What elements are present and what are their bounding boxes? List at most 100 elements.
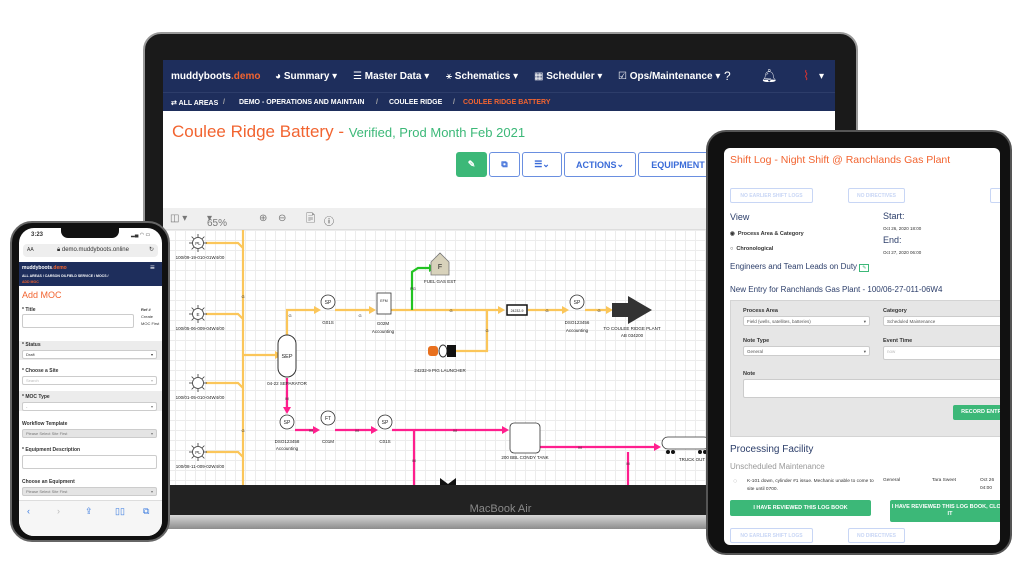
new-entry-heading: New Entry for Ranchlands Gas Plant - 100… [730, 285, 943, 294]
liquid-stream-label: M [309, 428, 312, 433]
pdf-icon[interactable]: 📄︎ [304, 213, 317, 224]
valve-label: 24232-9 [511, 309, 524, 313]
list-menu-button[interactable]: ☰⌄ [522, 152, 562, 177]
info-icon[interactable]: ⓘ [324, 217, 334, 228]
edit-button[interactable]: ✎ [456, 152, 487, 177]
well-ray [201, 307, 205, 311]
more-button[interactable] [990, 188, 1000, 203]
no-directives-button-bottom[interactable]: NO DIRECTIVES [848, 528, 905, 543]
bookmarks-icon[interactable]: ▯▯ [115, 506, 125, 516]
title-input[interactable] [22, 314, 134, 328]
breadcrumb-demo[interactable]: DEMO - OPERATIONS AND MAINTAIN [239, 99, 365, 106]
url-bar[interactable]: AA 🔒︎ demo.muddyboots.online ↻ [23, 244, 158, 257]
add-moc-title: Add MOC [22, 290, 62, 300]
phone-logo[interactable]: muddyboots.demo [22, 265, 67, 271]
back-icon[interactable]: ‹ [27, 506, 30, 516]
zoom-select[interactable]: 65% ▾ [207, 213, 228, 229]
moc-type-select[interactable]: -▾ [22, 402, 157, 411]
nav-ops-maintenance[interactable]: ☑ Ops/Maintenance ▾ [618, 71, 721, 82]
user-boot-icon[interactable]: ⌇ [803, 68, 810, 83]
well-icon [192, 237, 204, 249]
plant-label: TO COULEE RIDGE PLANT [603, 326, 660, 331]
reviewed-button[interactable]: I HAVE REVIEWED THIS LOG BOOK [730, 500, 871, 516]
nav-scheduler[interactable]: ▦ Scheduler ▾ [534, 71, 603, 82]
tabs-icon[interactable]: ⧉ [143, 506, 150, 516]
text-size-button[interactable]: AA [27, 247, 34, 253]
entry-checkbox[interactable]: ○ [733, 478, 738, 485]
zoom-out-icon[interactable]: ⊖ [278, 213, 287, 224]
hamburger-icon[interactable]: ≡ [150, 263, 155, 272]
liquid-stream-label: M [412, 458, 415, 463]
status-label: * Status [22, 342, 41, 348]
well-ray [191, 307, 195, 311]
end-label: End: [883, 235, 902, 245]
subsection-heading: Unscheduled Maintenance [730, 462, 825, 471]
note-textarea[interactable] [743, 379, 1000, 398]
c01m-meter [320, 410, 336, 426]
nav-master-data[interactable]: ☰ Master Data ▾ [353, 71, 430, 82]
zoom-in-icon[interactable]: ⊕ [259, 213, 268, 224]
gas-arrow-valve [498, 306, 505, 314]
site-select[interactable]: Search▾ [22, 376, 157, 385]
category-select[interactable]: Scheduled Maintenance [883, 316, 1000, 326]
status-time: 3:23 [31, 232, 44, 238]
reload-icon[interactable]: ↻ [149, 247, 155, 253]
truck-label: TRUCK OUT [679, 457, 705, 462]
phone-notch [61, 228, 119, 238]
radio-chronological[interactable]: ○ Chronological [730, 246, 774, 252]
well-label: 100/05-06-009-04W4/00 [176, 326, 225, 331]
nav-summary[interactable]: ◕ Summary ▾ [275, 71, 338, 82]
no-earlier-logs-button[interactable]: NO EARLIER SHIFT LOGS [730, 188, 813, 203]
well-icon [192, 308, 204, 320]
event-time-input[interactable]: now [883, 346, 1000, 360]
edit-engineers-icon[interactable]: ✎ [859, 264, 870, 272]
help-icon[interactable]: ? [724, 69, 731, 83]
event-time-label: Event Time [883, 338, 913, 344]
equipment-select[interactable]: Please Select Site First▾ [22, 487, 157, 496]
liquid-arrow-tank [502, 426, 509, 434]
reviewed-close-button[interactable]: I HAVE REVIEWED THIS LOG BOOK, CLOSE IT [890, 500, 1000, 522]
phone-breadcrumb-current: ADD MOC [22, 280, 39, 284]
c01m-label: C01M [322, 439, 334, 444]
equipment-desc-label: * Equipment Description [22, 447, 81, 453]
breadcrumb-coulee-ridge[interactable]: COULEE RIDGE [389, 99, 443, 106]
radio-process-area[interactable]: ◉ Process Area & Category [730, 231, 804, 237]
liquid-stream-label: M [355, 428, 358, 433]
well-icon [192, 377, 204, 389]
pig-launcher-cap [438, 344, 448, 358]
nav-schematics[interactable]: ⚹ Schematics ▾ [446, 71, 519, 82]
gas-line-pig [456, 310, 489, 353]
entry-time: 04:00 [980, 486, 993, 491]
copy-button[interactable]: ⧉ [489, 152, 520, 177]
no-directives-button[interactable]: NO DIRECTIVES [848, 188, 905, 203]
forward-icon[interactable]: › [57, 506, 60, 516]
actions-button[interactable]: ACTIONS⌄ [564, 152, 636, 177]
equipment-desc-input[interactable] [22, 455, 157, 469]
logo[interactable]: muddyboots.demo [171, 71, 261, 82]
note-type-label: Note Type [743, 338, 770, 344]
bell-icon[interactable]: 🔔︎ [761, 68, 778, 83]
well-ray [191, 376, 195, 380]
signal-battery-icon: ▂▄ ◠ ▭ [131, 232, 151, 238]
liquid-stream-label: M [626, 461, 629, 466]
status-select[interactable]: Draft▾ [22, 350, 157, 359]
process-area-select[interactable]: Field (wells, satellites, batteries)▾ [743, 316, 870, 326]
layout-toggle-icon[interactable]: ◫ ▾ [170, 213, 188, 224]
note-type-select[interactable]: General▾ [743, 346, 870, 356]
site-label: * Choose a Site [22, 368, 59, 374]
well-ray [201, 246, 205, 250]
user-menu-chevron-icon[interactable]: ▾ [819, 71, 825, 82]
no-earlier-logs-button-bottom[interactable]: NO EARLIER SHIFT LOGS [730, 528, 813, 543]
dso456-sub-label: Accounting [566, 328, 589, 333]
liquid-arrow-truck [654, 443, 661, 451]
workflow-select[interactable]: Please Select Site First▾ [22, 429, 157, 438]
dso458-label: DSO123458 [275, 439, 300, 444]
liquid-stream-label: M [285, 396, 288, 401]
engineers-heading: Engineers and Team Leads on Duty ✎ [730, 262, 870, 272]
equipment-button[interactable]: EQUIPMENT [638, 152, 718, 177]
breadcrumb-all-areas[interactable]: ⇄ ALL AREAS [171, 100, 219, 107]
truck-tank [661, 436, 711, 450]
page-title: Coulee Ridge Battery - Verified, Prod Mo… [172, 122, 526, 141]
share-icon[interactable]: ⇪ [85, 506, 93, 516]
record-entry-button[interactable]: RECORD ENTRY [953, 405, 1000, 420]
